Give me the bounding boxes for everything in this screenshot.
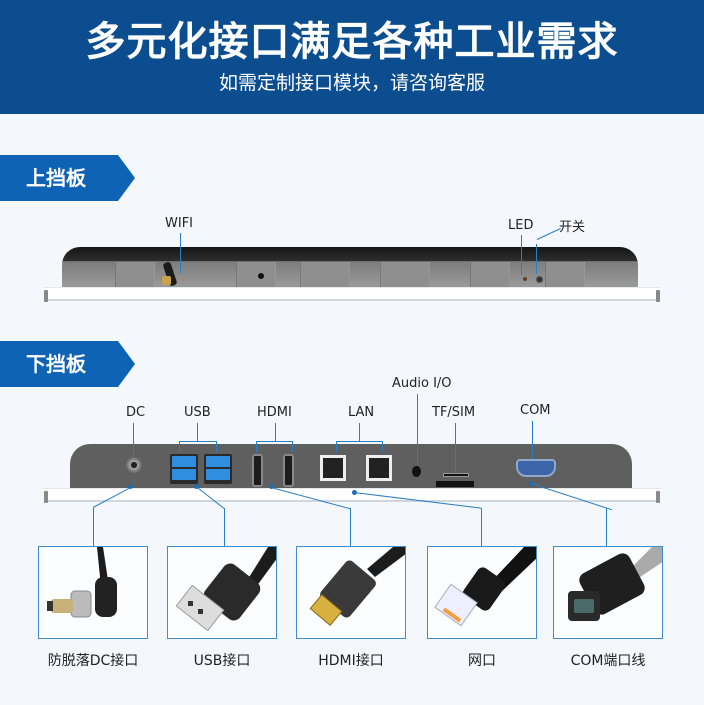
led-label: LED	[508, 218, 534, 233]
bottom-panel-tag-label: 下挡板	[26, 352, 86, 376]
audio-jack-icon	[412, 466, 421, 477]
dc-cable-icon	[47, 547, 117, 618]
banner-subtitle: 如需定制接口模块，请咨询客服	[218, 72, 485, 94]
lan-port-icon	[320, 455, 346, 481]
power-switch-label: 开关	[559, 220, 586, 235]
wifi-connector-icon	[162, 276, 171, 285]
usb-cable-icon	[175, 547, 276, 632]
led-indicator-icon	[523, 277, 527, 281]
dc-jack-icon	[126, 457, 142, 473]
com-cable-caption: COM端口线	[570, 653, 646, 669]
rj45-cable-caption: 网口	[468, 653, 496, 669]
hdmi-label: HDMI	[257, 405, 292, 420]
tf-sim-label: TF/SIM	[432, 405, 476, 420]
hdmi-cable-card	[296, 546, 406, 639]
db9-cable-card	[553, 546, 663, 639]
dc-label: DC	[126, 405, 146, 420]
power-button-icon	[536, 276, 543, 283]
tf-sim-slot-icon	[436, 481, 474, 487]
lan-label: LAN	[348, 405, 375, 420]
rj45-cable-icon	[434, 547, 536, 627]
hdmi-cable-icon	[309, 547, 405, 626]
usb-port-icon	[170, 454, 198, 484]
tf-sim-slot-icon	[443, 473, 469, 477]
dc-cable-card	[38, 546, 148, 639]
top-panel-tag-label: 上挡板	[26, 166, 86, 190]
com-label: COM	[520, 403, 551, 418]
usb-cable-card	[167, 546, 277, 639]
dc-cable-caption: 防脱落DC接口	[47, 653, 139, 669]
usb-label: USB	[184, 405, 211, 420]
db9-cable-icon	[568, 547, 662, 621]
hdmi-port-icon	[283, 454, 294, 487]
com-port-icon	[516, 459, 556, 477]
header-banner: 多元化接口满足各种工业需求 如需定制接口模块，请咨询客服	[0, 0, 704, 114]
rj45-cable-card	[427, 546, 537, 639]
hdmi-port-icon	[252, 454, 263, 487]
top-panel-tag: 上挡板	[0, 155, 135, 201]
bottom-panel-tag: 下挡板	[0, 341, 135, 387]
wifi-label: WIFI	[165, 216, 193, 231]
screw-hole-icon	[258, 273, 264, 279]
audio-io-label: Audio I/O	[392, 376, 452, 391]
banner-title: 多元化接口满足各种工业需求	[85, 19, 619, 65]
usb-port-icon	[204, 454, 232, 484]
usb-cable-caption: USB接口	[193, 653, 251, 669]
hdmi-cable-caption: HDMI接口	[318, 653, 384, 669]
lan-port-icon	[366, 455, 392, 481]
